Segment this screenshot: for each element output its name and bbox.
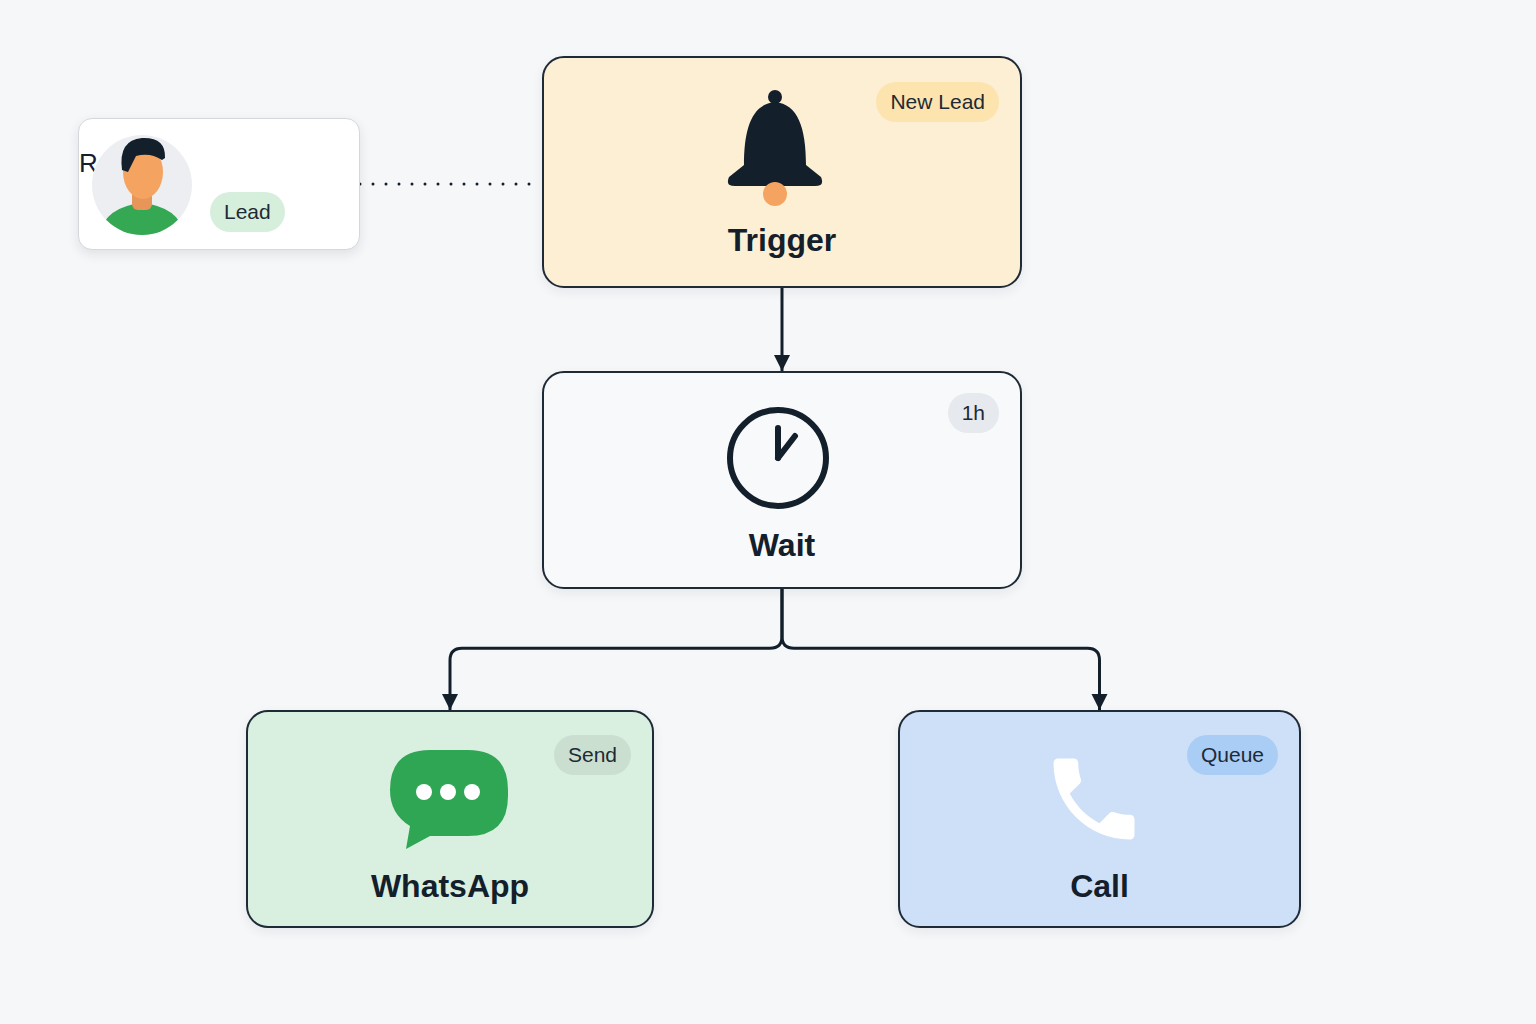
- chat-dot: [416, 784, 432, 800]
- avatar-background: [92, 135, 192, 235]
- chat-dot: [464, 784, 480, 800]
- clock-icon: [730, 410, 826, 506]
- flow-arrow: [781, 288, 784, 371]
- chat-dot: [440, 784, 456, 800]
- clock-hand: [775, 428, 781, 458]
- phone-handset: [1054, 759, 1135, 840]
- flow-arrow: [782, 589, 1100, 710]
- dotted-link: [360, 183, 542, 186]
- step-title: Trigger: [544, 220, 1020, 260]
- avatar-face: [123, 145, 163, 199]
- contact-card: Rohit S. Lead: [78, 118, 360, 250]
- avatar-icon: [92, 135, 192, 240]
- step-title: Wait: [544, 525, 1020, 565]
- contact-name: Rohit S.: [79, 146, 172, 180]
- trigger-box: Trigger New Lead: [542, 56, 1022, 288]
- bell-body: [728, 102, 822, 186]
- whatsapp-box: WhatsApp Send: [246, 710, 654, 928]
- step-title: Call: [900, 866, 1299, 906]
- avatar-figure: [98, 138, 186, 240]
- step-badge: Queue: [1187, 735, 1278, 775]
- bell-clapper: [763, 182, 787, 206]
- avatar-neck: [132, 190, 152, 210]
- bell-knob: [768, 90, 782, 104]
- avatar-hair: [121, 138, 165, 172]
- step-title: WhatsApp: [248, 866, 652, 906]
- chat-bubble: [390, 750, 508, 849]
- clock-face: [730, 410, 826, 506]
- status-badge: Lead: [210, 192, 285, 232]
- clock-hand: [778, 436, 795, 458]
- step-badge: New Lead: [876, 82, 999, 122]
- bell-icon: [728, 90, 822, 206]
- wait-box: Wait 1h: [542, 371, 1022, 589]
- flow-arrow: [450, 589, 782, 710]
- avatar-shirt: [98, 203, 186, 240]
- chat-icon: [390, 750, 508, 849]
- step-badge: Send: [554, 735, 631, 775]
- phone-icon: [1054, 759, 1135, 840]
- call-box: Call Queue: [898, 710, 1301, 928]
- step-badge: 1h: [948, 393, 999, 433]
